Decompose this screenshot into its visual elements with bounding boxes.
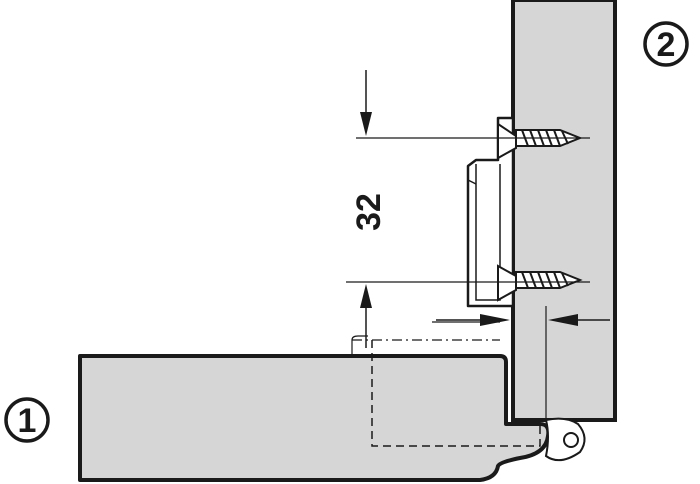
callout-1-circle: [4, 397, 50, 443]
dimension-label: 32: [350, 193, 388, 231]
dim-arrow-bottom-head: [360, 284, 372, 308]
dim-arrow-top-head: [360, 112, 372, 136]
dim-arrow-left-head: [480, 314, 510, 326]
cabinet-side-panel-2: [511, 0, 617, 422]
dim-arrow-right-head: [548, 314, 578, 326]
hinge-pin: [563, 432, 579, 448]
hinge-arm-dashdot-2: [351, 335, 368, 356]
door-panel-1: [78, 354, 551, 482]
callout-2-number: 2: [657, 26, 676, 64]
callout-1-number: 1: [18, 402, 37, 440]
mounting-plate-slot: [467, 179, 477, 185]
mounting-plate-inner: [475, 164, 501, 301]
callout-2-circle: [643, 21, 689, 67]
screw-bottom: [497, 264, 583, 302]
hinge-cup-hidden-outline: [371, 340, 541, 447]
